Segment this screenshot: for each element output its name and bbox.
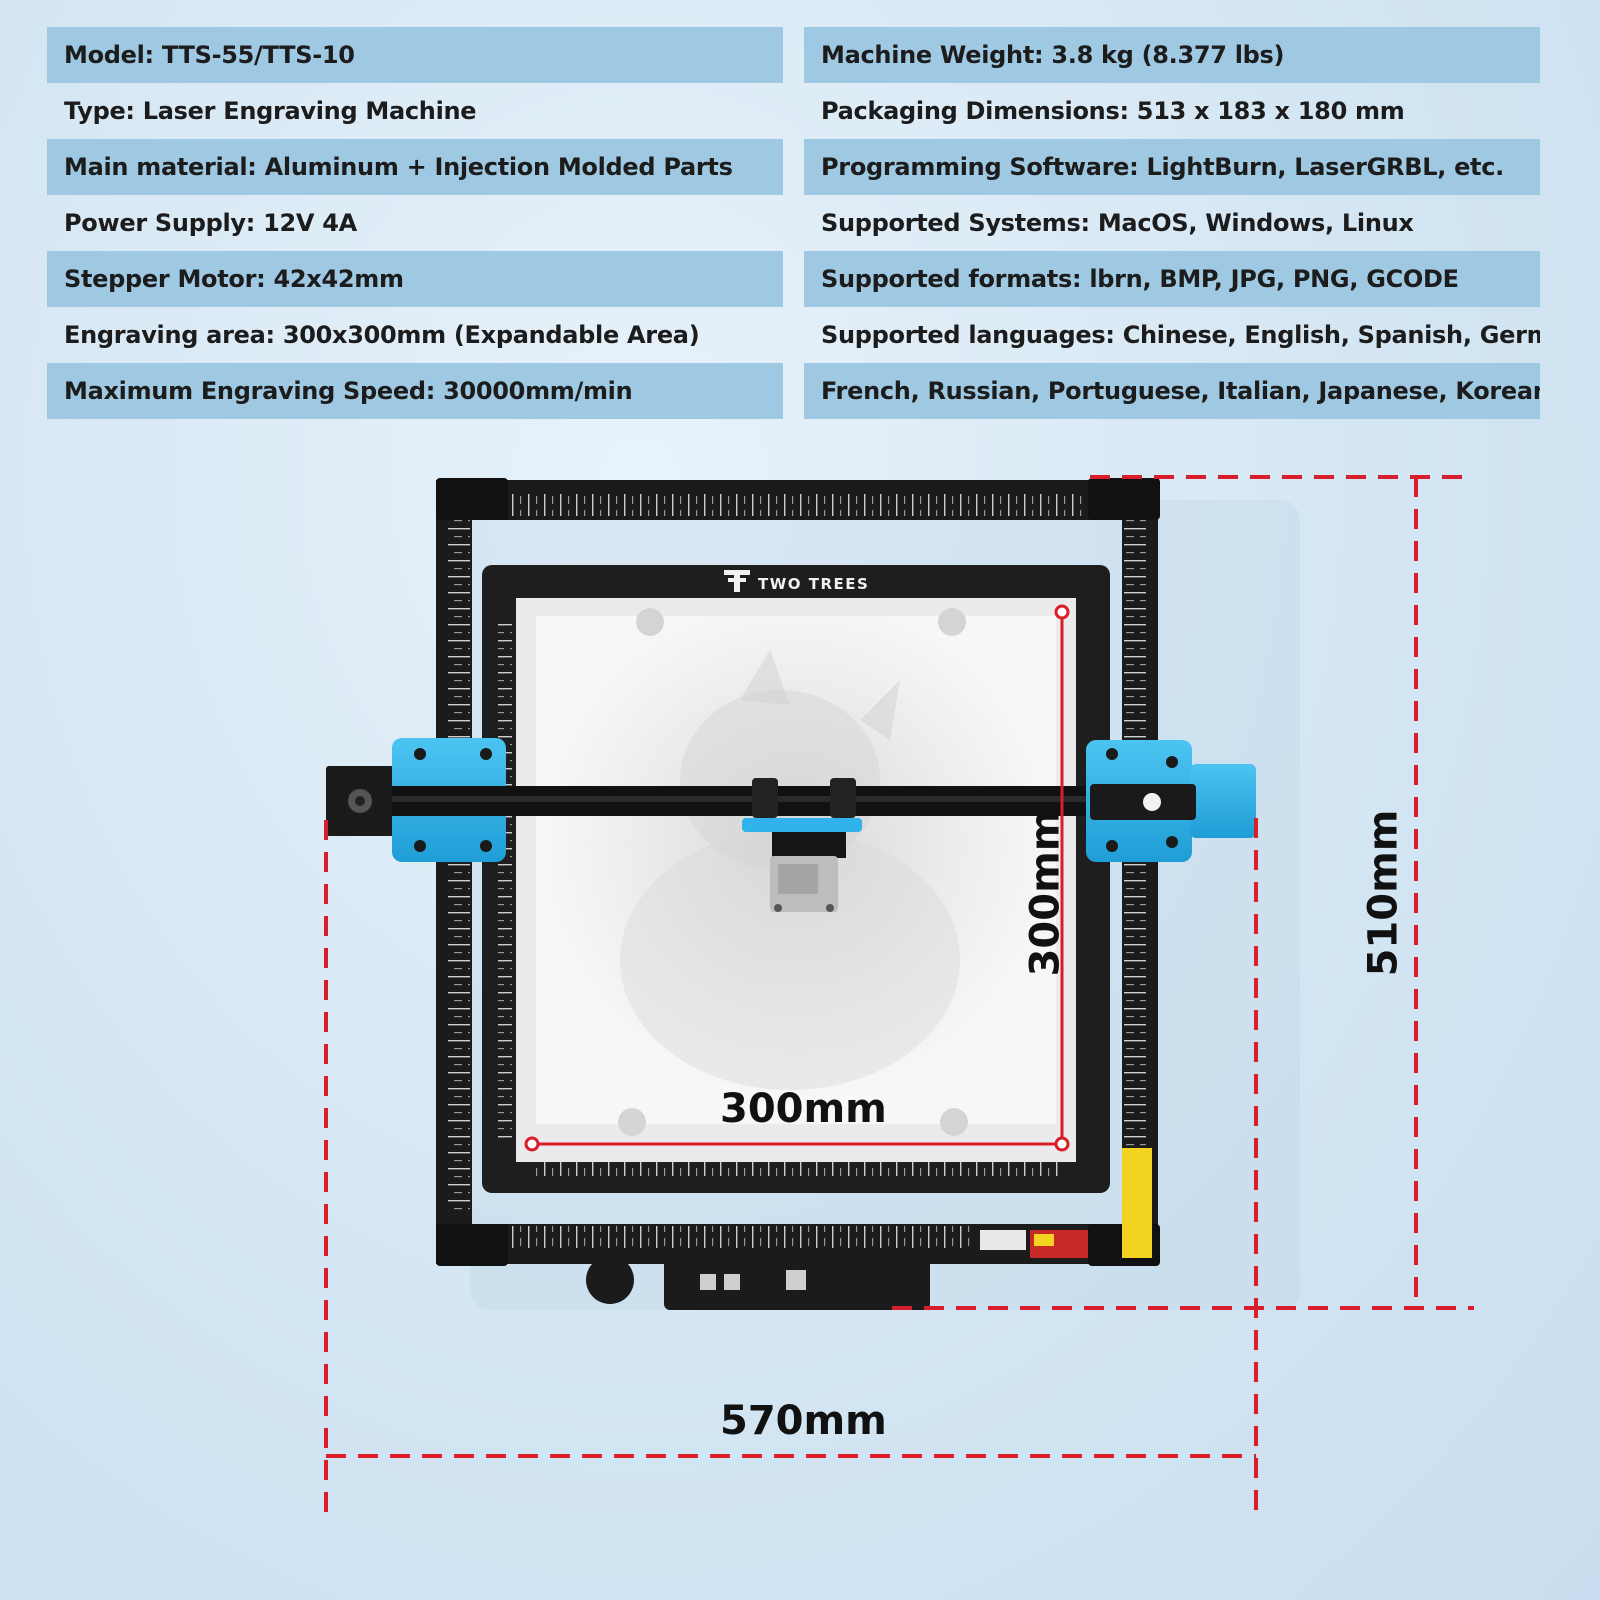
spec-row: Programming Software: LightBurn, LaserGR… (804, 139, 1540, 195)
spec-row: Supported formats: lbrn, BMP, JPG, PNG, … (804, 251, 1540, 307)
engrave-height-label: 300mm (1022, 809, 1069, 977)
engrave-dimension-lines (524, 604, 1070, 1152)
machine-width-label: 570mm (720, 1398, 887, 1444)
spec-row: Supported languages: Chinese, English, S… (821, 321, 1540, 349)
laser-head (742, 778, 862, 912)
two-trees-logo-icon (724, 570, 750, 592)
x-gantry (326, 738, 1256, 862)
spec-row: Stepper Motor: 42x42mm (47, 251, 783, 307)
spec-row: Maximum Engraving Speed: 30000mm/min (47, 363, 783, 419)
machine-dimension-lines (324, 475, 1474, 1514)
spec-table-right: Machine Weight: 3.8 kg (8.377 lbs) Packag… (804, 27, 1540, 419)
spec-row: French, Russian, Portuguese, Italian, Ja… (804, 363, 1540, 419)
spec-row: Model: TTS-55/TTS-10 (47, 27, 783, 83)
control-box (586, 1256, 930, 1310)
spec-row: Type: Laser Engraving Machine (64, 97, 477, 125)
spec-row: Power Supply: 12V 4A (64, 209, 357, 237)
brand-name: TWO TREES (758, 575, 869, 593)
machine-height-label: 510mm (1360, 809, 1407, 977)
spec-row: Main material: Aluminum + Injection Mold… (47, 139, 783, 195)
spec-row: Machine Weight: 3.8 kg (8.377 lbs) (804, 27, 1540, 83)
outer-frame (436, 478, 1160, 1266)
spec-row: Supported Systems: MacOS, Windows, Linux (821, 209, 1414, 237)
spec-row: Engraving area: 300x300mm (Expandable Ar… (64, 321, 700, 349)
engrave-width-label: 300mm (720, 1086, 887, 1132)
spec-row: Packaging Dimensions: 513 x 183 x 180 mm (821, 97, 1405, 125)
